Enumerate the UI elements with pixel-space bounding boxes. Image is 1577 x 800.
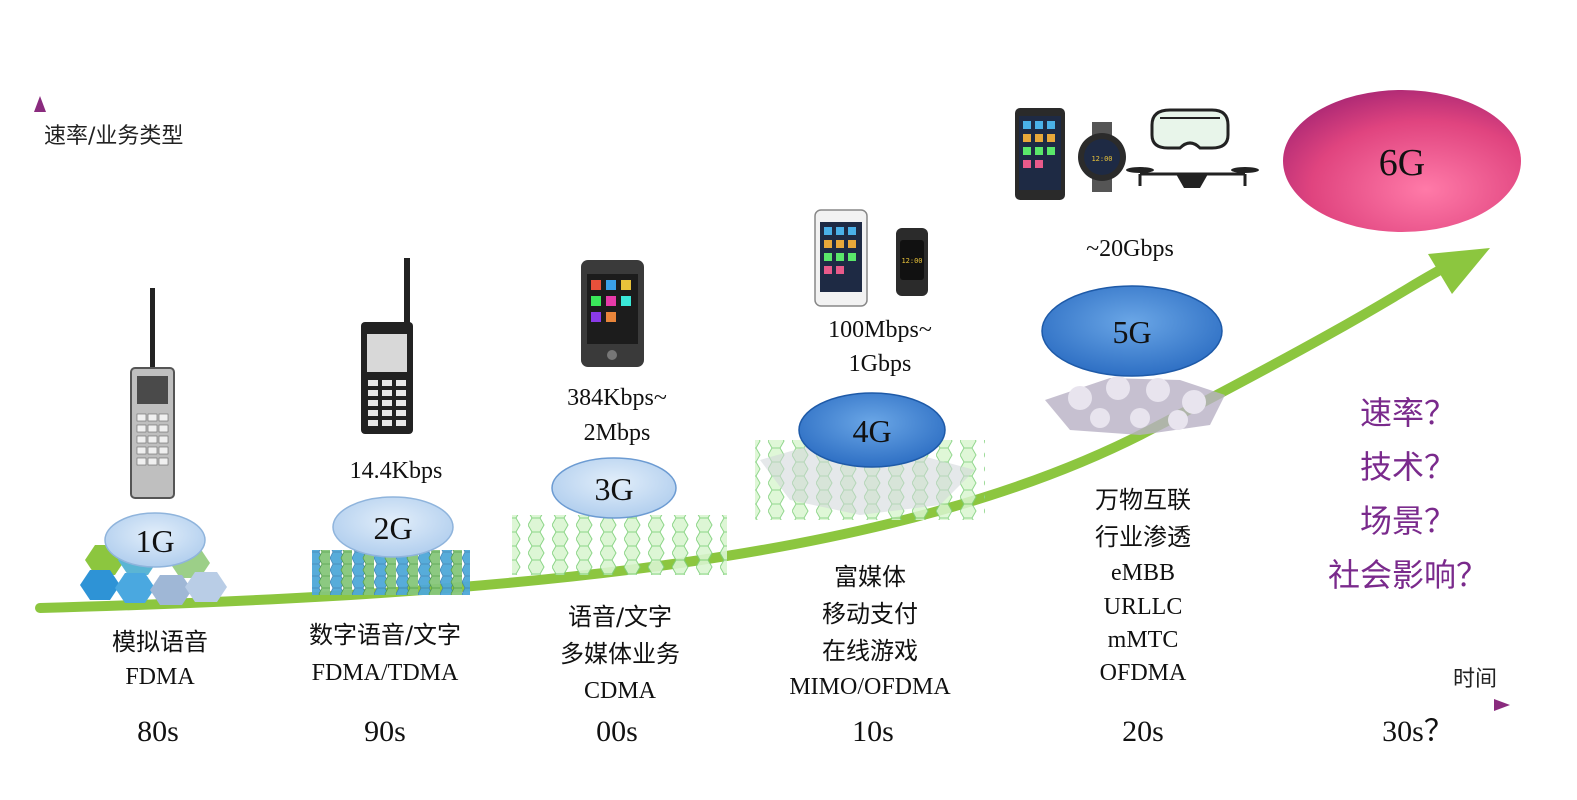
generation-2g-label: 2G <box>373 510 412 546</box>
question-technology: 技术？ <box>1360 448 1456 486</box>
service-5g-line: mMTC <box>1108 627 1179 653</box>
generation-2g-ellipse <box>332 496 454 558</box>
decade-label: 90s <box>364 715 406 748</box>
speed-4g-line1: 100Mbps~ <box>828 317 932 343</box>
decade-label: 10s <box>852 715 894 748</box>
service-5g-line: OFDMA <box>1100 660 1187 686</box>
decade-label: 00s <box>596 715 638 748</box>
service-2g-line: FDMA/TDMA <box>312 660 459 686</box>
speed-3g-line2: 2Mbps <box>584 420 651 446</box>
service-1g-line: 模拟语音 <box>112 628 208 656</box>
service-4g-line: 在线游戏 <box>822 637 918 665</box>
question-social-impact: 社会影响？ <box>1328 556 1488 594</box>
smartwatch-icon: 12:00 <box>1078 122 1126 192</box>
svg-text:12:00: 12:00 <box>901 257 922 265</box>
service-5g-line: eMBB <box>1111 560 1175 586</box>
growth-arrow <box>35 248 1490 613</box>
speed-2g: 14.4Kbps <box>350 458 443 484</box>
service-2g-line: 数字语音/文字 <box>309 621 461 649</box>
hex-cell-network-icon <box>1045 376 1225 435</box>
generation-4g-label: 4G <box>852 413 891 449</box>
smartwatch-icon: 12:00 <box>896 228 928 296</box>
question-speed: 速率？ <box>1360 394 1456 432</box>
speed-5g: ~20Gbps <box>1086 236 1174 262</box>
generation-5g-label: 5G <box>1112 314 1151 350</box>
question-scenario: 场景？ <box>1360 502 1456 540</box>
y-axis-label: 速率/业务类型 <box>44 124 183 149</box>
service-5g-line: 万物互联 <box>1095 486 1191 514</box>
decade-label: 80s <box>137 715 179 748</box>
generation-6g-ellipse <box>1283 90 1521 232</box>
generation-1g-label: 1G <box>135 523 174 559</box>
smartphone-icon <box>814 209 868 307</box>
service-5g-line: URLLC <box>1104 594 1183 620</box>
feature-phone-icon <box>361 258 413 434</box>
service-3g-line: 多媒体业务 <box>560 640 680 668</box>
speed-3g-line1: 384Kbps~ <box>567 385 667 411</box>
generation-4g-ellipse <box>798 392 946 468</box>
service-4g-line: 移动支付 <box>822 600 918 628</box>
svg-text:12:00: 12:00 <box>1091 155 1112 163</box>
speed-4g-line2: 1Gbps <box>849 351 912 377</box>
drone-icon <box>1126 167 1259 188</box>
service-5g-line: 行业渗透 <box>1095 523 1191 551</box>
y-axis <box>34 96 46 705</box>
decade-label: 30s？ <box>1382 715 1454 748</box>
vr-goggles-icon <box>1150 108 1230 150</box>
x-axis <box>40 699 1510 711</box>
service-4g-line: MIMO/OFDMA <box>789 674 951 700</box>
service-3g-line: CDMA <box>584 678 657 704</box>
service-3g-line: 语音/文字 <box>568 603 672 631</box>
smartphone-icon <box>581 260 644 367</box>
smartphone-icon <box>1015 108 1065 200</box>
hex-cell-network-icon <box>512 515 727 575</box>
generation-3g-ellipse <box>551 457 677 519</box>
brick-phone-icon <box>130 288 175 499</box>
generation-1g-ellipse <box>104 512 206 568</box>
decade-label: 20s <box>1122 715 1164 748</box>
generation-3g-label: 3G <box>594 471 633 507</box>
service-1g-line: FDMA <box>125 664 195 690</box>
generation-6g-label: 6G <box>1379 142 1425 184</box>
service-4g-line: 富媒体 <box>834 563 906 591</box>
x-axis-label: 时间 <box>1453 667 1497 692</box>
generation-5g-ellipse <box>1041 285 1223 377</box>
